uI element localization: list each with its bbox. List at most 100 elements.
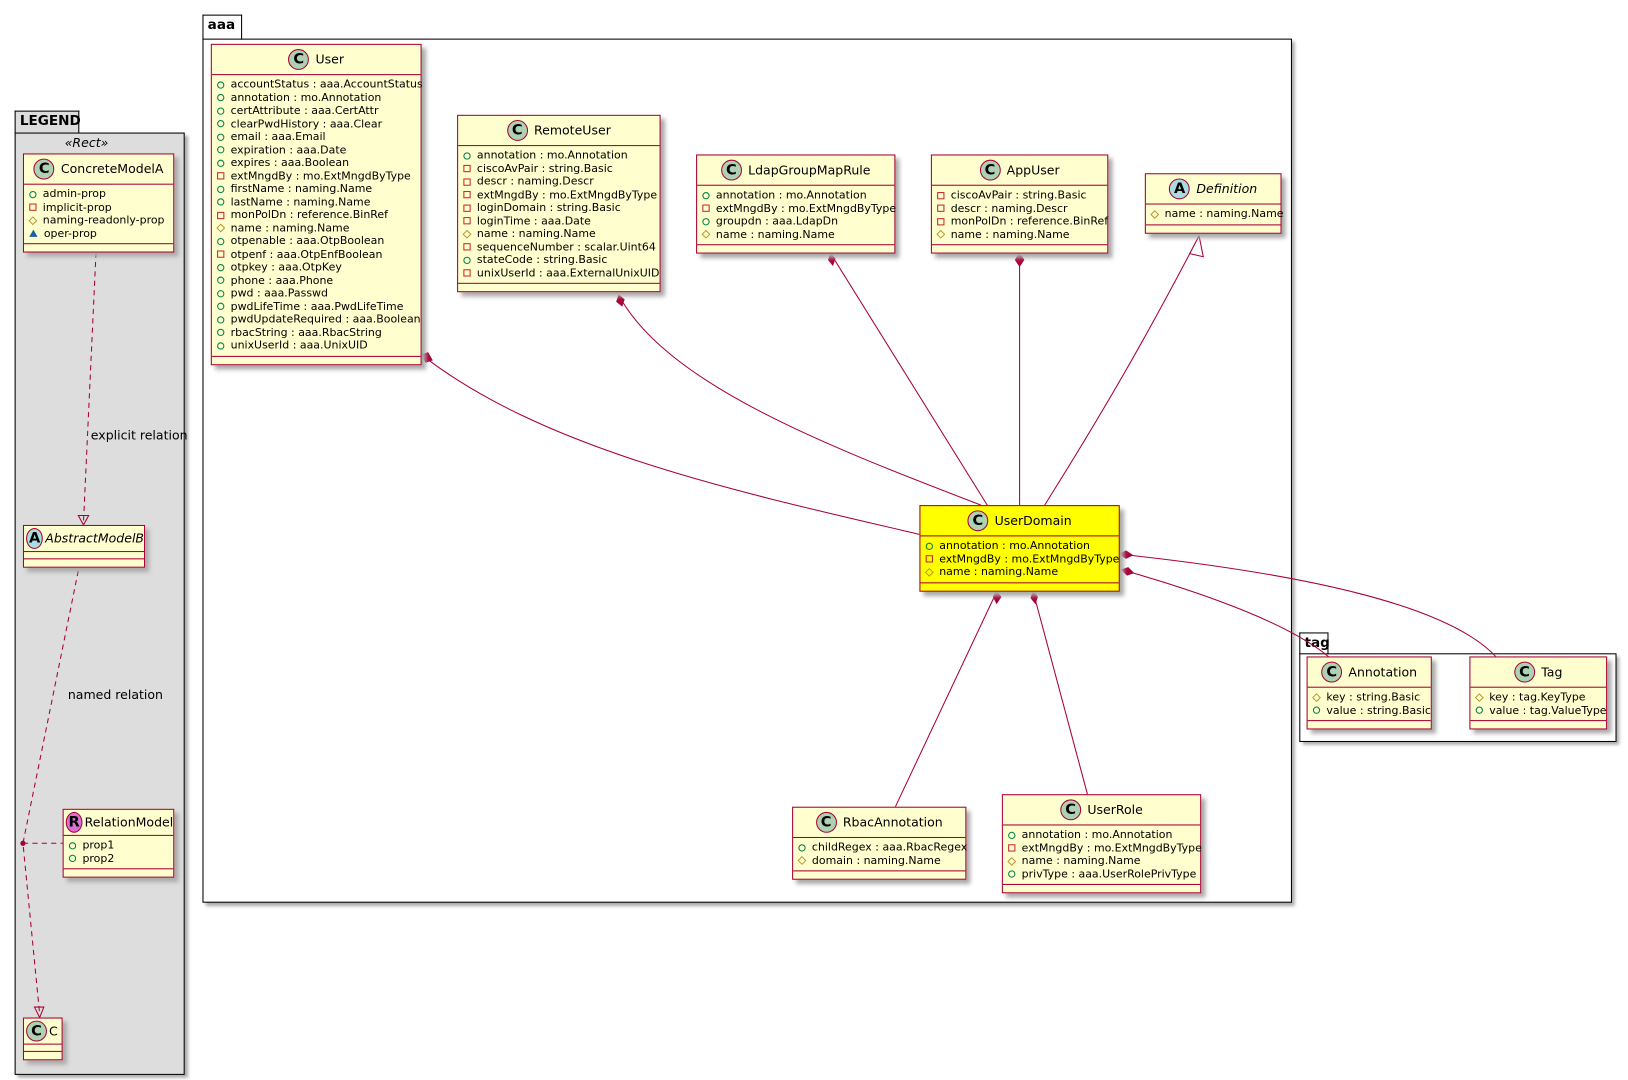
attribute: lastName : naming.Name [217,196,421,209]
protected-icon [1150,209,1160,219]
private-icon [463,191,471,199]
attribute-text: annotation : mo.Annotation [939,539,1090,553]
attribute: sequenceNumber : scalar.Uint64 [463,241,659,254]
attribute-text: accountStatus : aaa.AccountStatus [230,78,423,91]
public-icon [217,328,225,337]
class-name: LdapGroupMapRule [748,162,871,178]
attribute: extMngdBy : mo.ExtMngdByType [925,552,1120,566]
class-name: RemoteUser [533,123,611,138]
public-icon [217,120,225,128]
attribute-text: extMngdBy : mo.ExtMngdByType [939,552,1120,566]
class-name: AbstractModelB [45,531,145,546]
class-spot-icon: C [26,1020,47,1042]
class-spot-icon: C [33,158,55,180]
attribute-text: oper-prop [43,226,97,240]
private-icon [29,203,37,212]
attribute-text: pwdLifeTime : aaa.PwdLifeTime [230,300,404,313]
methods [1470,721,1606,728]
attribute-text: clearPwdHistory : aaa.Clear [230,117,383,130]
class-spot-icon: C [1321,661,1343,683]
attribute: extMngdBy : mo.ExtMngdByType [1008,842,1202,855]
attribute-text: domain : naming.Name [811,854,941,867]
attribute-text: sequenceNumber : scalar.Uint64 [476,240,656,254]
attribute: extMngdBy : mo.ExtMngdByType [217,170,421,183]
class-name: UserRole [1087,802,1143,818]
private-icon [463,165,471,173]
attribute: oper-prop [29,227,173,240]
methods [920,583,1118,590]
attribute: extMngdBy : mo.ExtMngdByType [702,201,897,215]
attribute-text: extMngdBy : mo.ExtMngdByType [715,201,897,215]
attribute-text: annotation : mo.Annotation [476,149,628,162]
package-icon [29,229,38,238]
class-name: Definition [1196,181,1258,197]
attribute: otpenable : aaa.OtpBoolean [217,235,421,248]
methods [24,244,173,251]
attribute-text: phone : aaa.Phone [230,273,334,287]
public-icon [217,133,225,141]
attributes [24,1045,62,1052]
class-name: AppUser [1006,162,1060,178]
class-spot-icon: C [1060,799,1082,821]
attribute-text: otpenf : aaa.OtpEnfBoolean [230,247,383,261]
public-icon [1008,870,1016,878]
package-aaa-tab: aaa [202,14,243,40]
public-icon [702,191,710,200]
class-name: ConcreteModelA [60,161,164,177]
attribute: name : naming.Name [1007,854,1200,868]
attribute-text: certAttribute : aaa.CertAttr [230,104,379,117]
public-icon [217,342,225,350]
public-icon [925,542,933,550]
attribute: name : naming.Name [924,566,1119,579]
package-tag-label: tag [1304,635,1330,652]
protected-icon [1007,856,1017,866]
class-spot-icon: C [979,159,1001,181]
attribute-text: implicit-prop [42,200,112,214]
attribute: name : naming.Name [936,228,1107,241]
attribute-text: admin-prop [42,187,106,201]
attribute: unixUserId : aaa.ExternalUnixUID [463,267,659,280]
attribute-text: name : naming.Name [1021,854,1141,868]
class-name: Tag [1541,664,1563,680]
protected-icon [797,856,807,866]
class-header: C AppUser [931,155,1108,186]
attribute: expires : aaa.Boolean [217,157,421,170]
attribute: clearPwdHistory : aaa.Clear [217,117,421,130]
attribute: accountStatus : aaa.AccountStatus [217,78,423,91]
private-icon [1008,844,1016,852]
class-header: C UserRole [1002,795,1201,826]
attribute-text: extMngdBy : mo.ExtMngdByType [230,169,411,183]
public-icon [702,217,710,226]
public-icon [217,159,225,167]
attribute: firstName : naming.Name [217,183,421,196]
attribute: annotation : mo.Annotation [702,189,894,202]
class-spot-icon: C [506,120,528,141]
attribute-text: ciscoAvPair : string.Basic [950,188,1087,202]
protected-icon [1474,692,1484,702]
public-icon [217,81,225,89]
attribute-text: extMngdBy : mo.ExtMngdByType [476,188,658,201]
